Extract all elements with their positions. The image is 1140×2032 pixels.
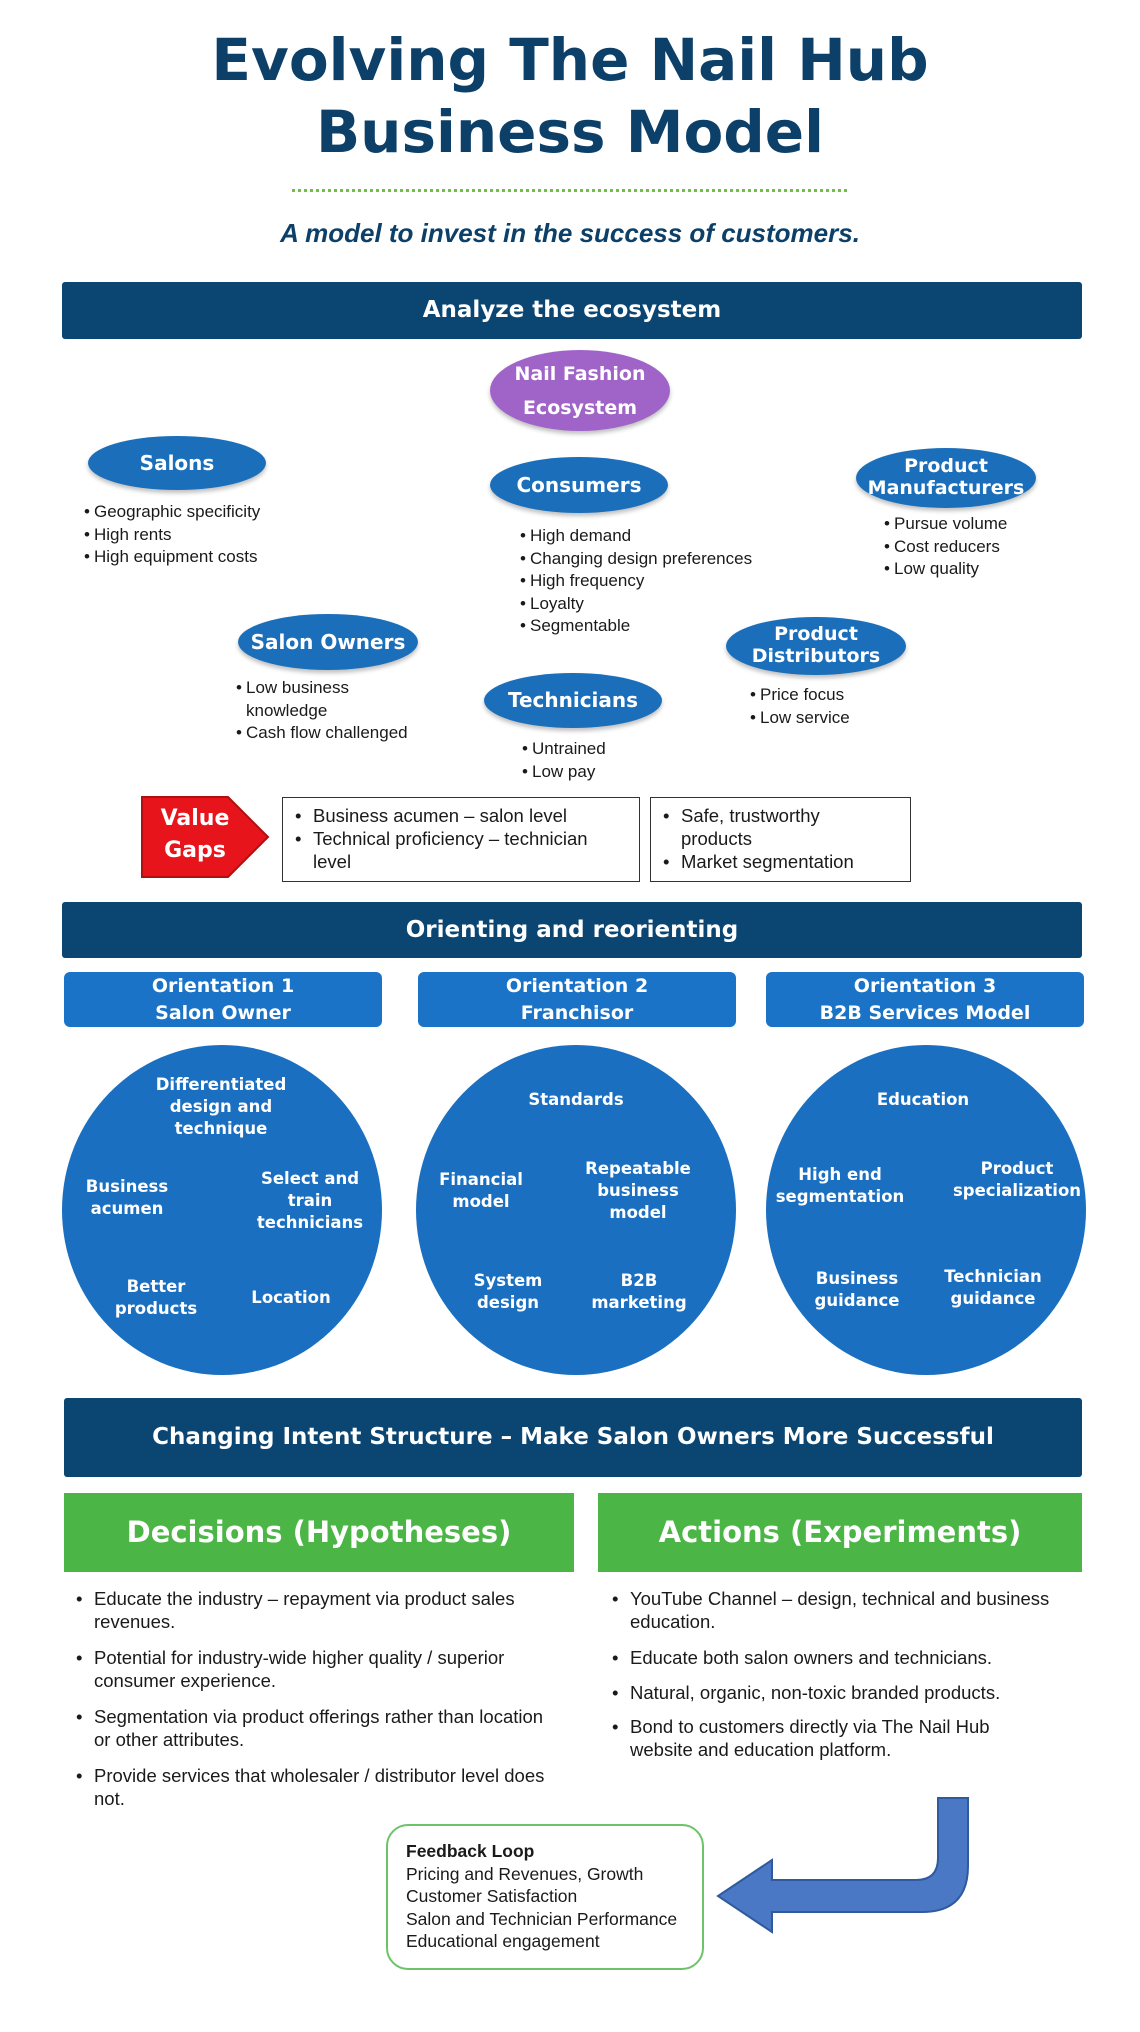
circle-item: Business guidance xyxy=(814,1269,900,1310)
list-item: Price focus xyxy=(750,684,900,707)
feedback-loop-box: Feedback Loop Pricing and Revenues, Grow… xyxy=(386,1824,704,1970)
orientation-2-circle: Standards Financial model Repeatable bus… xyxy=(416,1045,736,1375)
orientation-3-circle: Education High end segmentation Product … xyxy=(766,1045,1086,1375)
circle-item: Technician guidance xyxy=(944,1267,1042,1308)
list-item: Market segmentation xyxy=(651,850,910,873)
list-item: Low business knowledge xyxy=(236,677,366,722)
list-item: Changing design preferences xyxy=(520,548,770,571)
node-salon-owners: Salon Owners xyxy=(238,614,418,670)
list-item: Low quality xyxy=(884,558,1054,581)
feedback-line: Pricing and Revenues, Growth xyxy=(406,1863,644,1884)
list-item: Provide services that wholesaler / distr… xyxy=(64,1765,564,1810)
list-item: Safe, trustworthy products xyxy=(651,804,831,850)
list-item: Educate both salon owners and technician… xyxy=(600,1647,1090,1670)
feedback-line: Salon and Technician Performance xyxy=(406,1908,678,1929)
list-item: Cost reducers xyxy=(884,536,1054,559)
technicians-bullets: Untrained Low pay xyxy=(522,738,672,783)
section-header-ecosystem: Analyze the ecosystem xyxy=(62,282,1082,339)
consumers-bullets: High demand Changing design preferences … xyxy=(520,525,770,638)
circle-item: High end segmentation xyxy=(775,1165,905,1206)
actions-header: Actions (Experiments) xyxy=(598,1493,1082,1572)
list-item: Segmentable xyxy=(520,615,770,638)
circle-item: Repeatable business model xyxy=(585,1159,691,1222)
list-item: High rents xyxy=(84,524,314,547)
list-item: Loyalty xyxy=(520,593,770,616)
circle-item: Product specialization xyxy=(952,1159,1082,1200)
list-item: Low pay xyxy=(522,761,672,784)
orientation-1-circle: Differentiated design and technique Busi… xyxy=(62,1045,382,1375)
list-item: Cash flow challenged xyxy=(236,722,436,745)
title-line-2: Business Model xyxy=(315,98,825,166)
node-product-manufacturers: Product Manufacturers xyxy=(856,448,1036,508)
manufacturers-bullets: Pursue volume Cost reducers Low quality xyxy=(884,513,1054,581)
list-item: YouTube Channel – design, technical and … xyxy=(600,1588,1090,1633)
circle-item: Education xyxy=(876,1090,970,1109)
orientation-2-header: Orientation 2 Franchisor xyxy=(418,972,736,1027)
list-item: Bond to customers directly via The Nail … xyxy=(600,1716,1090,1761)
list-item: Technical proficiency – technician level xyxy=(283,827,639,873)
circle-item: Location xyxy=(251,1288,331,1307)
circle-item: Differentiated design and technique xyxy=(155,1075,287,1138)
node-technicians: Technicians xyxy=(484,673,662,728)
page-title: Evolving The Nail Hub Business Model xyxy=(0,24,1140,168)
feedback-loop-arrow xyxy=(716,1797,969,1934)
actions-list: YouTube Channel – design, technical and … xyxy=(600,1588,1090,1775)
feedback-title: Feedback Loop xyxy=(406,1841,535,1861)
circle-item: Standards xyxy=(528,1090,624,1109)
list-item: Business acumen – salon level xyxy=(283,804,639,827)
feedback-line: Customer Satisfaction xyxy=(406,1886,578,1906)
list-item: Natural, organic, non-toxic branded prod… xyxy=(600,1682,1090,1705)
list-item: Educate the industry – repayment via pro… xyxy=(64,1588,564,1633)
list-item: Segmentation via product offerings rathe… xyxy=(64,1706,564,1751)
list-item: High frequency xyxy=(520,570,770,593)
circle-item: Financial model xyxy=(439,1170,523,1211)
title-line-1: Evolving The Nail Hub xyxy=(211,26,929,94)
list-item: Pursue volume xyxy=(884,513,1054,536)
orientation-1-header: Orientation 1 Salon Owner xyxy=(64,972,382,1027)
list-item: Potential for industry-wide higher quali… xyxy=(64,1647,564,1692)
circle-item: Business acumen xyxy=(85,1177,169,1218)
dotted-divider xyxy=(292,189,847,192)
list-item: High equipment costs xyxy=(84,546,314,569)
list-item: Untrained xyxy=(522,738,672,761)
list-item: Low service xyxy=(750,707,900,730)
value-gaps-arrow xyxy=(141,796,270,878)
list-item: Geographic specificity xyxy=(84,501,314,524)
node-consumers: Consumers xyxy=(490,457,668,513)
salon-owners-bullets: Low business knowledge Cash flow challen… xyxy=(236,677,436,745)
circle-item: B2B marketing xyxy=(591,1271,687,1312)
circle-item: System design xyxy=(473,1271,543,1312)
value-gaps-box-1: Business acumen – salon level Technical … xyxy=(282,797,640,882)
orientation-3-header: Orientation 3 B2B Services Model xyxy=(766,972,1084,1027)
decisions-list: Educate the industry – repayment via pro… xyxy=(64,1588,564,1824)
decisions-header: Decisions (Hypotheses) xyxy=(64,1493,574,1572)
feedback-line: Educational engagement xyxy=(406,1931,600,1951)
section-header-intent: Changing Intent Structure – Make Salon O… xyxy=(64,1398,1082,1477)
salons-bullets: Geographic specificity High rents High e… xyxy=(84,501,314,569)
node-salons: Salons xyxy=(88,436,266,490)
value-gaps-box-2: Safe, trustworthy products Market segmen… xyxy=(650,797,911,882)
ecosystem-center-oval: Nail Fashion Ecosystem xyxy=(490,350,670,431)
distributors-bullets: Price focus Low service xyxy=(750,684,900,729)
section-header-orienting: Orienting and reorienting xyxy=(62,902,1082,958)
value-gaps-label: Value Gaps xyxy=(160,806,230,863)
circle-item: Better products xyxy=(114,1277,198,1318)
subtitle: A model to invest in the success of cust… xyxy=(280,218,860,248)
list-item: High demand xyxy=(520,525,770,548)
circle-item: Select and train technicians xyxy=(256,1169,364,1232)
node-product-distributors: Product Distributors xyxy=(726,617,906,675)
